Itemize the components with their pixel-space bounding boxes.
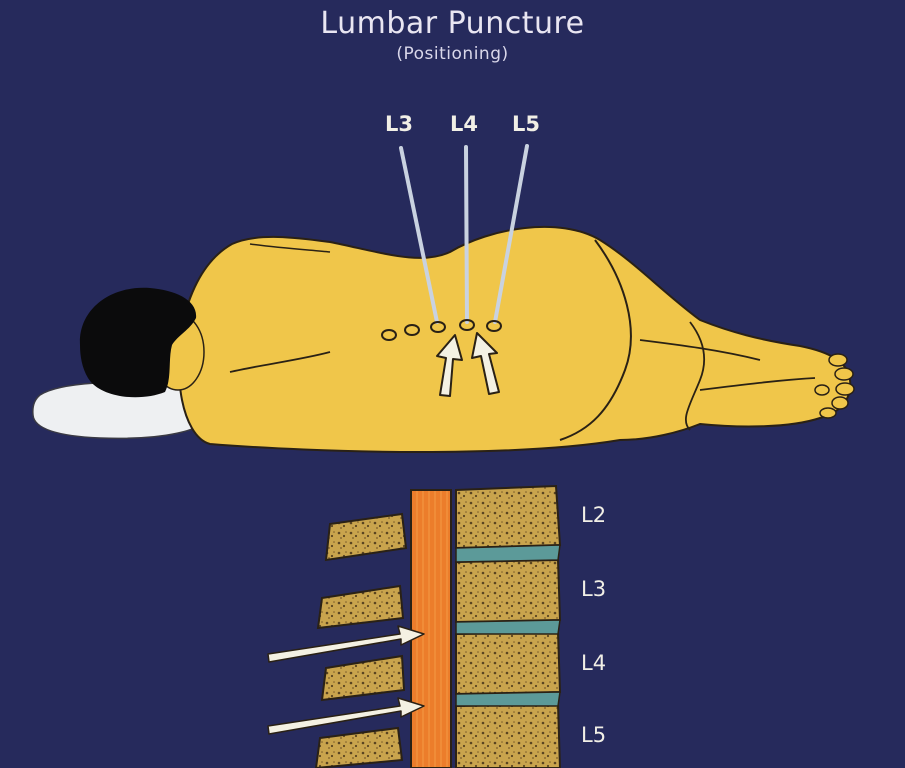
label-l4-spine: L4 — [581, 651, 606, 675]
label-l3-body: L3 — [385, 112, 413, 136]
label-l5-spine: L5 — [581, 723, 606, 747]
label-l3-spine: L3 — [581, 577, 606, 601]
label-l2-spine: L2 — [581, 503, 606, 527]
patient-body — [179, 227, 851, 452]
label-l5-body: L5 — [512, 112, 540, 136]
label-l4-body: L4 — [450, 112, 478, 136]
spinal-cord — [411, 490, 451, 768]
